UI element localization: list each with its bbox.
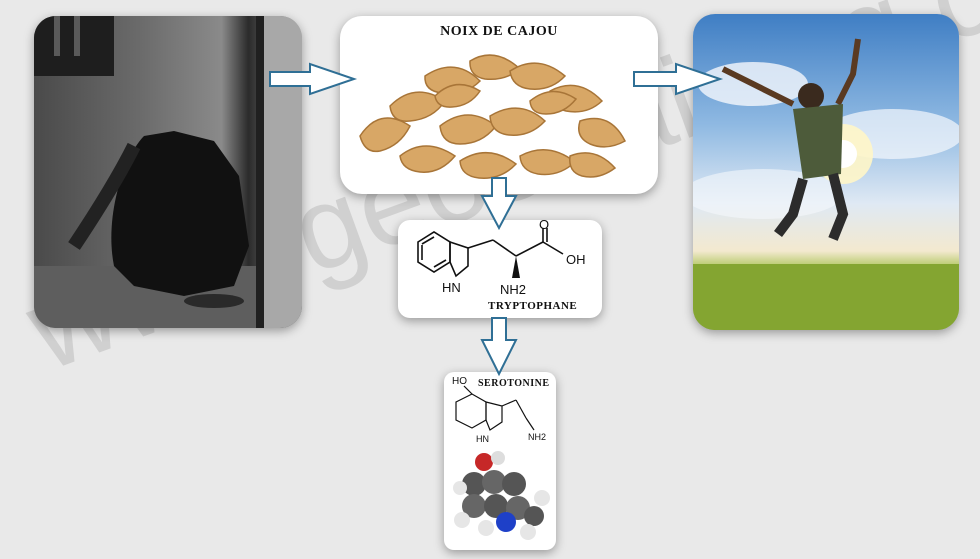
ser-hydroxyl: HO xyxy=(452,376,467,387)
tryptophan-card: O OH HN NH2 TRYPTOPHANE xyxy=(398,220,602,318)
trp-carbonyl: O xyxy=(539,220,549,232)
tryptophan-label: TRYPTOPHANE xyxy=(488,300,578,312)
serotonin-3d-model xyxy=(453,451,550,540)
arrow-tryptophan-to-serotonin xyxy=(480,317,518,377)
ser-ring-nh: HN xyxy=(476,434,489,444)
trp-acid: OH xyxy=(566,252,586,267)
serotonin-card: SEROTONINE HO HN NH2 xyxy=(444,372,556,550)
serotonin-label: SEROTONINE xyxy=(478,378,550,389)
happy-jumping-photo xyxy=(693,14,959,330)
ser-amine: NH2 xyxy=(528,432,546,442)
trp-amine: NH2 xyxy=(500,282,526,297)
cashew-nuts-card: NOIX DE CAJOU xyxy=(340,16,658,194)
sad-woman-photo xyxy=(34,16,302,328)
trp-ring-nh: HN xyxy=(442,280,461,295)
nuts-label: NOIX DE CAJOU xyxy=(440,24,558,39)
